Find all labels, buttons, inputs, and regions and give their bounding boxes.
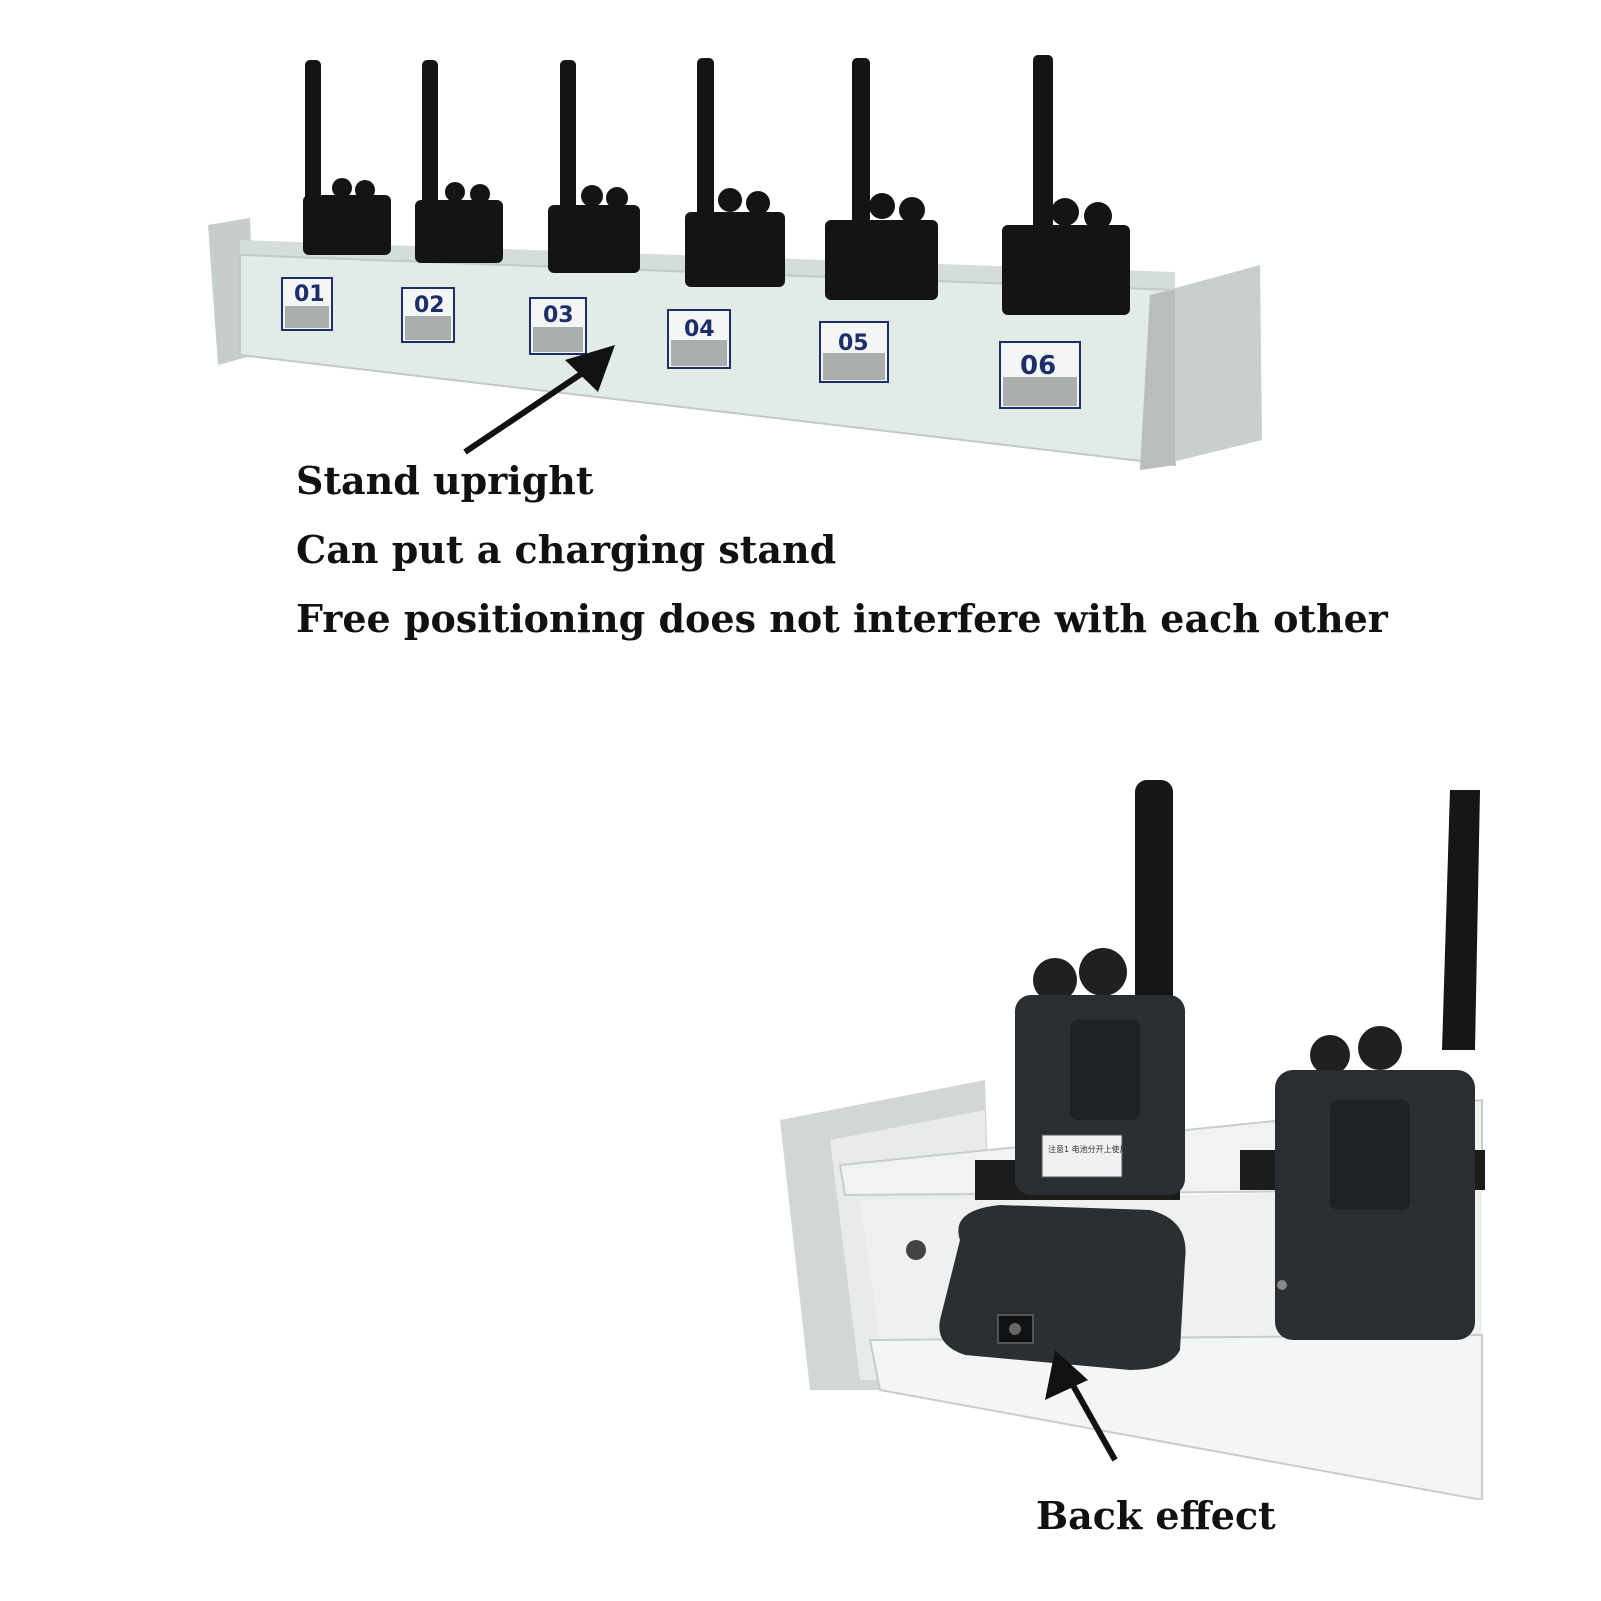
charging-cradle <box>906 1205 1186 1370</box>
slot-label-02: 02 <box>401 287 455 343</box>
bottom-product-photo: 注意1 电池分开上使用 <box>770 780 1485 1502</box>
radio-05 <box>825 58 938 300</box>
radio-sticker-text: 注意1 电池分开上使用 <box>1048 1144 1128 1154</box>
slot-label-03: 03 <box>529 297 587 355</box>
radio-02 <box>415 60 503 263</box>
arrow-pointer-bottom <box>1045 1350 1118 1462</box>
radio-01 <box>303 60 391 255</box>
slot-number-06: 06 <box>1020 351 1056 381</box>
arrow-pointer-top <box>463 345 615 455</box>
radio-03 <box>548 60 640 273</box>
slot-number-03: 03 <box>543 303 574 328</box>
caption-back-effect: Back effect <box>1036 1493 1276 1538</box>
power-port <box>906 1240 926 1260</box>
slot-label-06: 06 <box>999 341 1081 409</box>
slot-number-05: 05 <box>838 331 869 356</box>
radio-06 <box>1002 55 1130 315</box>
radio-back-2 <box>1275 790 1480 1340</box>
slot-number-02: 02 <box>414 293 445 318</box>
caption-free-positioning: Free positioning does not interfere with… <box>296 596 1388 641</box>
slot-number-01: 01 <box>294 282 325 307</box>
caption-stand-upright: Stand upright <box>296 458 594 503</box>
caption-charging-stand: Can put a charging stand <box>296 527 837 572</box>
slot-label-01: 01 <box>281 277 333 331</box>
slot-label-04: 04 <box>667 309 731 369</box>
radio-04 <box>685 58 785 287</box>
slot-label-05: 05 <box>819 321 889 383</box>
slot-number-04: 04 <box>684 317 715 342</box>
radio-back-1: 注意1 电池分开上使用 <box>1015 780 1185 1195</box>
top-product-photo: 01 02 03 04 05 06 <box>0 0 1601 470</box>
